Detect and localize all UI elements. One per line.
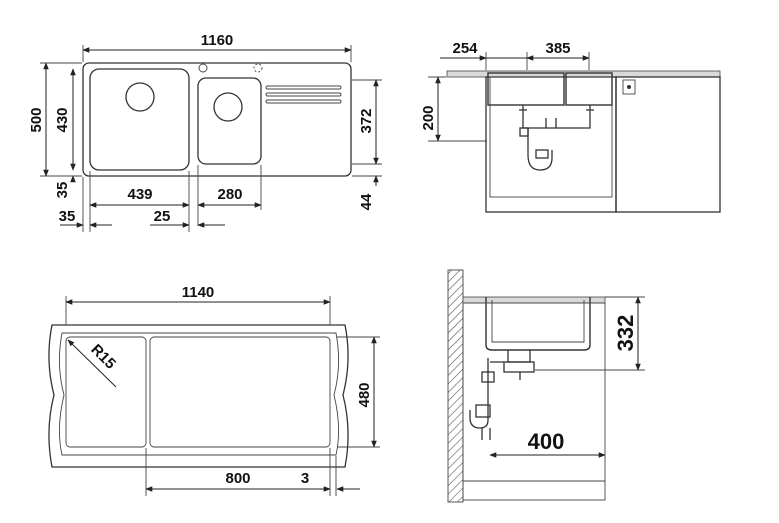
dim-drainer-depth: 372	[358, 108, 375, 133]
sink-outline	[82, 62, 352, 177]
dim-right-offset: 44	[358, 193, 375, 210]
cutout-view: R15 1140 480 800 3	[48, 284, 380, 496]
main-drain	[125, 82, 155, 112]
dim-overall-width: 1160	[201, 32, 234, 49]
dim-radius: R15	[87, 341, 118, 372]
left-compartment	[65, 336, 147, 448]
dim-edge-3: 3	[301, 470, 309, 487]
wall	[447, 269, 464, 503]
second-bowl	[197, 77, 262, 165]
dim-offset-800: 800	[225, 470, 250, 487]
dim-gap: 25	[154, 208, 171, 225]
right-compartment	[149, 336, 331, 448]
section-plinth	[462, 480, 606, 501]
dim-main-bowl-width: 439	[127, 186, 152, 203]
bowl-section-right	[565, 72, 613, 106]
dim-depth: 200	[420, 105, 437, 130]
cutout-inner-edge	[59, 332, 339, 456]
dim-cutout-depth: 480	[356, 382, 373, 407]
dim-offset: 254	[452, 40, 478, 57]
dim-span: 385	[545, 40, 570, 57]
dim-second-bowl-width: 280	[217, 186, 242, 203]
dim-distance: 400	[528, 429, 565, 454]
section-view: 332 400	[447, 269, 645, 503]
dim-bowl-depth: 430	[54, 107, 71, 132]
appliance	[615, 76, 721, 213]
top-view: 1160 500 430 372 44 35 439 280	[28, 32, 382, 232]
tap-hole-optional	[253, 63, 263, 73]
bowl-section-left	[487, 72, 565, 106]
dim-height: 332	[613, 315, 638, 352]
dim-cutout-width: 1140	[182, 284, 215, 301]
drainer-grooves	[265, 85, 342, 104]
dim-edge-top: 35	[54, 182, 71, 199]
cabinet-inner	[489, 76, 613, 198]
tap-hole	[198, 63, 208, 73]
cutout-outline	[48, 324, 349, 468]
waste-pipes	[519, 105, 594, 171]
main-bowl	[89, 68, 190, 171]
cabinet	[485, 76, 617, 213]
section-bowl	[485, 297, 591, 351]
dim-overall-depth: 500	[28, 107, 45, 132]
dim-edge-bottom: 35	[59, 208, 76, 225]
section-pipes	[469, 350, 535, 440]
second-drain	[213, 92, 243, 122]
side-view: 254 385 200	[420, 40, 721, 213]
